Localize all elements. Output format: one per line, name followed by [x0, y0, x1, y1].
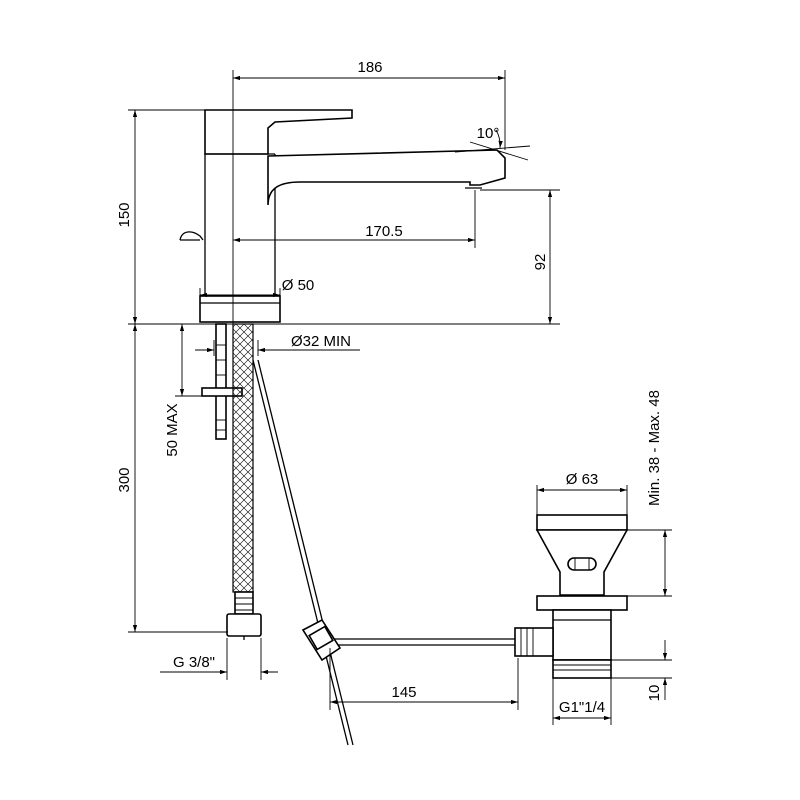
label-hose-length: 300: [116, 467, 133, 492]
label-angle: 10°: [477, 125, 500, 142]
dim-base-diameter: Ø 50: [199, 277, 315, 298]
label-connection-thread: G 3/8": [173, 654, 215, 671]
dim-waste-offset: 10: [611, 640, 672, 701]
label-spout-height: 92: [532, 254, 549, 271]
dim-connection-thread: G 3/8": [160, 638, 278, 680]
dim-spout-reach: 170.5: [233, 190, 476, 248]
label-waste-diameter: Ø 63: [566, 471, 599, 488]
label-max-deck: 50 MAX: [164, 403, 181, 456]
label-waste-offset: 10: [646, 685, 663, 702]
dim-total-height: 150: [116, 109, 205, 324]
dim-angle: 10°: [454, 125, 531, 161]
waste-assembly: [301, 514, 629, 679]
label-waste-range: Min. 38 - Max. 48: [646, 390, 663, 506]
dim-max-deck: 50 MAX: [164, 324, 202, 457]
label-rod-length: 145: [391, 684, 416, 701]
label-waste-thread: G1"1/4: [559, 699, 605, 716]
label-base-diameter: Ø 50: [282, 277, 315, 294]
dim-waste-diameter: Ø 63: [536, 471, 628, 515]
dim-rod-length: 145: [329, 648, 519, 710]
dim-spout-height: 92: [480, 189, 560, 324]
hose-assembly: [201, 323, 354, 746]
dim-overall-width: 186: [232, 59, 506, 325]
faucet-body: [179, 109, 506, 323]
dim-waste-range: Min. 38 - Max. 48: [627, 390, 672, 597]
label-hole-diameter: Ø32 MIN: [291, 333, 351, 350]
dim-hole-diameter: Ø32 MIN: [195, 333, 360, 356]
label-overall-width: 186: [357, 59, 382, 76]
dim-hose-length: 300: [116, 324, 228, 633]
label-total-height: 150: [116, 202, 133, 227]
dim-waste-thread: G1"1/4: [552, 678, 612, 725]
label-spout-reach: 170.5: [365, 223, 403, 240]
